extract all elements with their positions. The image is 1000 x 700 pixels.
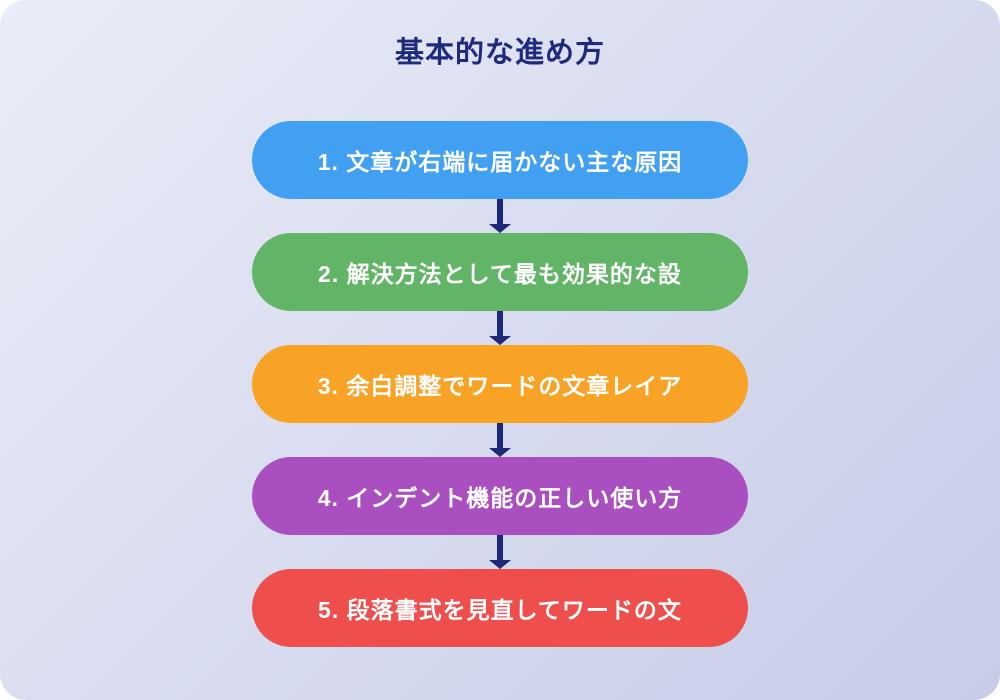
down-arrow-icon [489, 423, 511, 457]
flow-step: 2. 解決方法として最も効果的な設 [252, 233, 748, 311]
down-arrow-line [497, 199, 503, 224]
page-title: 基本的な進め方 [394, 37, 605, 69]
down-arrow-head [489, 560, 511, 569]
flow-step-label: 3. 余白調整でワードの文章レイア [317, 373, 683, 399]
down-arrow-line [497, 423, 503, 448]
down-arrow-icon [489, 199, 511, 233]
down-arrow-line [497, 535, 503, 560]
down-arrow-head [489, 224, 511, 233]
flow-step: 3. 余白調整でワードの文章レイア [252, 345, 748, 423]
down-arrow-head [489, 336, 511, 345]
down-arrow-icon [489, 535, 511, 569]
flow-step: 4. インデント機能の正しい使い方 [252, 457, 748, 535]
down-arrow-head [489, 448, 511, 457]
down-arrow-icon [489, 311, 511, 345]
flow-step: 1. 文章が右端に届かない主な原因 [252, 121, 748, 199]
flow-step-label: 1. 文章が右端に届かない主な原因 [317, 149, 683, 175]
flow-step-label: 5. 段落書式を見直してワードの文 [318, 597, 682, 623]
flow-step: 5. 段落書式を見直してワードの文 [252, 569, 748, 647]
flowchart: 1. 文章が右端に届かない主な原因 2. 解決方法として最も効果的な設 3. 余… [0, 121, 1000, 647]
flow-step-label: 4. インデント機能の正しい使い方 [317, 485, 683, 511]
down-arrow-line [497, 311, 503, 336]
flow-step-label: 2. 解決方法として最も効果的な設 [318, 261, 682, 287]
